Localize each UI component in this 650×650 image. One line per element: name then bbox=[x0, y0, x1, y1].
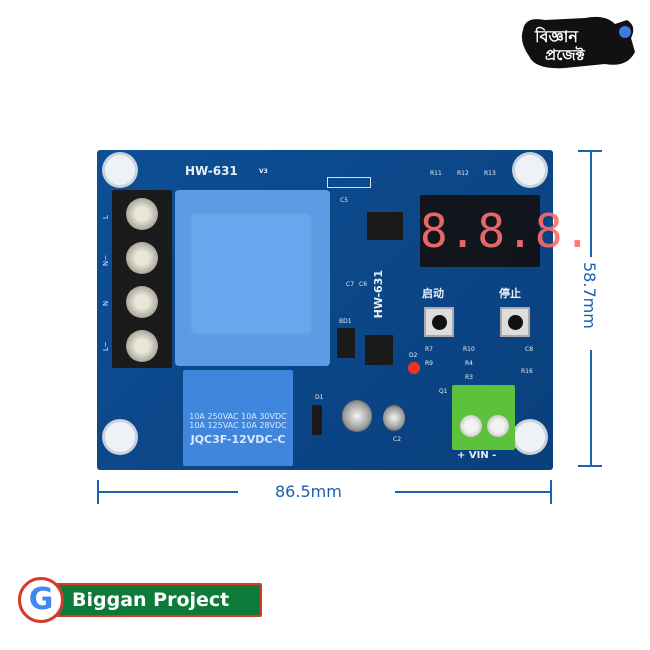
dimension-tick bbox=[97, 480, 99, 504]
biggan-project-badge: Biggan Project G bbox=[18, 577, 262, 623]
capacitor bbox=[342, 400, 372, 432]
start-button[interactable] bbox=[424, 307, 454, 337]
version-label: V3 bbox=[259, 168, 268, 175]
width-dimension-line bbox=[395, 491, 550, 493]
ac-terminal-block bbox=[112, 190, 172, 368]
relay-model: JQC3F-12VDC-C bbox=[190, 433, 286, 446]
mount-hole bbox=[515, 422, 545, 452]
width-dimension-line bbox=[98, 491, 238, 493]
component-label: C2 bbox=[393, 436, 402, 443]
stop-button[interactable] bbox=[500, 307, 530, 337]
screw-terminal[interactable] bbox=[487, 415, 509, 437]
mount-hole bbox=[515, 155, 545, 185]
height-dimension-line bbox=[590, 350, 592, 465]
mount-hole bbox=[105, 155, 135, 185]
header-pins bbox=[327, 177, 371, 188]
component-label: C5 bbox=[340, 197, 349, 204]
badge-text: Biggan Project bbox=[48, 583, 262, 617]
component-label: R16 bbox=[521, 368, 533, 375]
screw-terminal[interactable] bbox=[126, 286, 158, 318]
height-dimension-line bbox=[590, 152, 592, 257]
svg-text:প্রজেক্ট: প্রজেক্ট bbox=[545, 46, 586, 64]
terminal-label: N~ bbox=[102, 254, 110, 266]
google-g-icon: G bbox=[18, 577, 64, 623]
terminal-label: L~ bbox=[102, 340, 110, 351]
component-label: R13 bbox=[484, 170, 496, 177]
screw-terminal[interactable] bbox=[126, 242, 158, 274]
start-label: 启动 bbox=[422, 287, 444, 300]
screw-terminal[interactable] bbox=[126, 198, 158, 230]
dimension-tick bbox=[578, 150, 602, 152]
terminal-label: L bbox=[102, 215, 110, 220]
terminal-labels: L~ N N~ L bbox=[100, 198, 112, 368]
mount-hole bbox=[105, 422, 135, 452]
bridge-rectifier bbox=[337, 328, 355, 358]
relay-rating: 10A 125VAC 10A 28VDC bbox=[189, 421, 287, 430]
component-label: Q1 bbox=[439, 388, 448, 395]
transformer bbox=[175, 190, 330, 366]
component-label: R4 bbox=[465, 360, 473, 367]
svg-text:বিজ্ঞান: বিজ্ঞান bbox=[534, 26, 579, 46]
dimension-tick bbox=[578, 465, 602, 467]
component-label: C7 bbox=[346, 281, 355, 288]
relay-rating: 10A 250VAC 10A 30VDC bbox=[189, 412, 287, 421]
component-label: D2 bbox=[409, 352, 418, 359]
width-dimension: 86.5mm bbox=[275, 482, 342, 501]
component-label: D1 bbox=[315, 394, 324, 401]
diode bbox=[312, 405, 322, 435]
component-label: R3 bbox=[465, 374, 473, 381]
component-label: R12 bbox=[457, 170, 469, 177]
model-label: HW-631 bbox=[185, 164, 238, 178]
component-label: C6 bbox=[359, 281, 368, 288]
ic-chip bbox=[367, 212, 403, 240]
component-label: C8 bbox=[525, 346, 534, 353]
component-label: R7 bbox=[425, 346, 433, 353]
relay: 10A 250VAC 10A 30VDC 10A 125VAC 10A 28VD… bbox=[183, 370, 293, 466]
red-led bbox=[408, 362, 420, 374]
hw-631-board: HW-631 V3 L~ N N~ L HW-631 R11 R12 R13 C… bbox=[97, 150, 591, 470]
dimension-tick bbox=[550, 480, 552, 504]
vin-terminal bbox=[452, 385, 515, 450]
screw-terminal[interactable] bbox=[126, 330, 158, 362]
screw-terminal[interactable] bbox=[460, 415, 482, 437]
biggan-project-logo: বিজ্ঞান প্রজেক্ট bbox=[515, 12, 640, 74]
component-label: BD1 bbox=[339, 318, 352, 325]
regulator bbox=[365, 335, 393, 365]
seven-segment-display: 8.8.8. bbox=[420, 195, 591, 267]
component-label: R11 bbox=[430, 170, 442, 177]
height-dimension: 58.7mm bbox=[580, 262, 599, 329]
capacitor bbox=[383, 405, 405, 431]
component-label: R9 bbox=[425, 360, 433, 367]
vin-label: + VIN - bbox=[457, 450, 497, 461]
terminal-label: N bbox=[102, 300, 110, 306]
component-label: R10 bbox=[463, 346, 475, 353]
stop-label: 停止 bbox=[499, 287, 521, 300]
model-vertical-label: HW-631 bbox=[372, 270, 385, 319]
